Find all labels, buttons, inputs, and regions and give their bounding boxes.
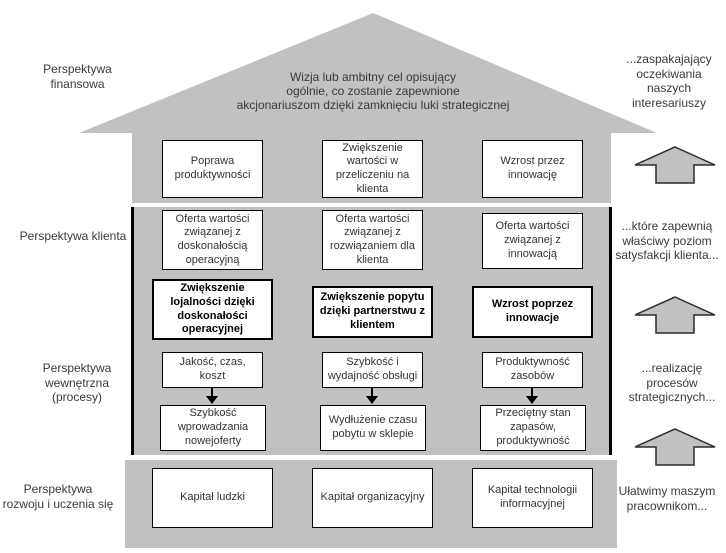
up-arrow-icon bbox=[634, 146, 716, 184]
label-stakeholders: ...zaspakajający oczekiwania naszych int… bbox=[626, 52, 712, 110]
box-process-measure-1: Jakość, czas, koszt bbox=[162, 352, 263, 388]
box-customer-goal-3: Wzrost poprzez innowacje bbox=[472, 286, 593, 338]
box-financial-3: Wzrost przez innowację bbox=[482, 140, 583, 198]
box-process-outcome-3: Przeciętny stan zapasów, produktywność bbox=[480, 405, 586, 451]
down-arrow-icon bbox=[366, 388, 378, 404]
up-arrow-icon bbox=[634, 428, 716, 466]
label-customer-satisfaction: ...które zapewnią właściwy poziom satysf… bbox=[615, 219, 719, 263]
down-arrow-icon bbox=[206, 388, 218, 404]
label-perspective-customer: Perspektywa klienta bbox=[19, 229, 127, 243]
box-customer-offer-2: Oferta wartości związanej z rozwiązaniem… bbox=[322, 210, 423, 270]
label-perspective-financial: Perspektywa finansowa bbox=[43, 62, 112, 91]
box-customer-goal-1: Zwiększenie lojalności dzięki doskonałoś… bbox=[152, 279, 273, 340]
box-customer-goal-2: Zwiększenie popytu dzięki partnerstwu z … bbox=[312, 286, 433, 338]
label-perspective-internal: Perspektywa wewnętrzna (procesy) bbox=[42, 361, 112, 405]
label-strategic-processes: ...realizację procesów strategicznych... bbox=[628, 361, 716, 405]
box-financial-2: Zwiększenie wartości w przeliczeniu na k… bbox=[322, 140, 423, 198]
box-customer-offer-1: Oferta wartości związanej z doskonałości… bbox=[162, 210, 263, 270]
vision-statement: Wizja lub ambitny cel opisujący ogólnie,… bbox=[236, 70, 510, 113]
box-process-measure-2: Szybkość i wydajność obsługi bbox=[322, 352, 423, 388]
down-arrow-icon bbox=[526, 388, 538, 404]
box-foundation-3: Kapitał technologii informacyjnej bbox=[472, 468, 593, 528]
box-process-measure-3: Produktywność zasobów bbox=[482, 352, 583, 388]
box-customer-offer-3: Oferta wartości związanej z innowacją bbox=[482, 213, 583, 269]
box-process-outcome-1: Szybkość wprowadzania nowejoferty bbox=[160, 405, 266, 451]
box-foundation-1: Kapitał ludzki bbox=[152, 468, 273, 528]
box-process-outcome-2: Wydłużenie czasu pobytu w sklepie bbox=[320, 405, 426, 451]
box-financial-1: Poprawa produktywności bbox=[162, 140, 263, 198]
box-foundation-2: Kapitał organizacyjny bbox=[312, 468, 433, 528]
label-perspective-learning: Perspektywa rozwoju i uczenia się bbox=[2, 482, 114, 511]
label-employees: Ułatwimy maszym pracownikom... bbox=[618, 484, 716, 513]
up-arrow-icon bbox=[634, 296, 716, 334]
